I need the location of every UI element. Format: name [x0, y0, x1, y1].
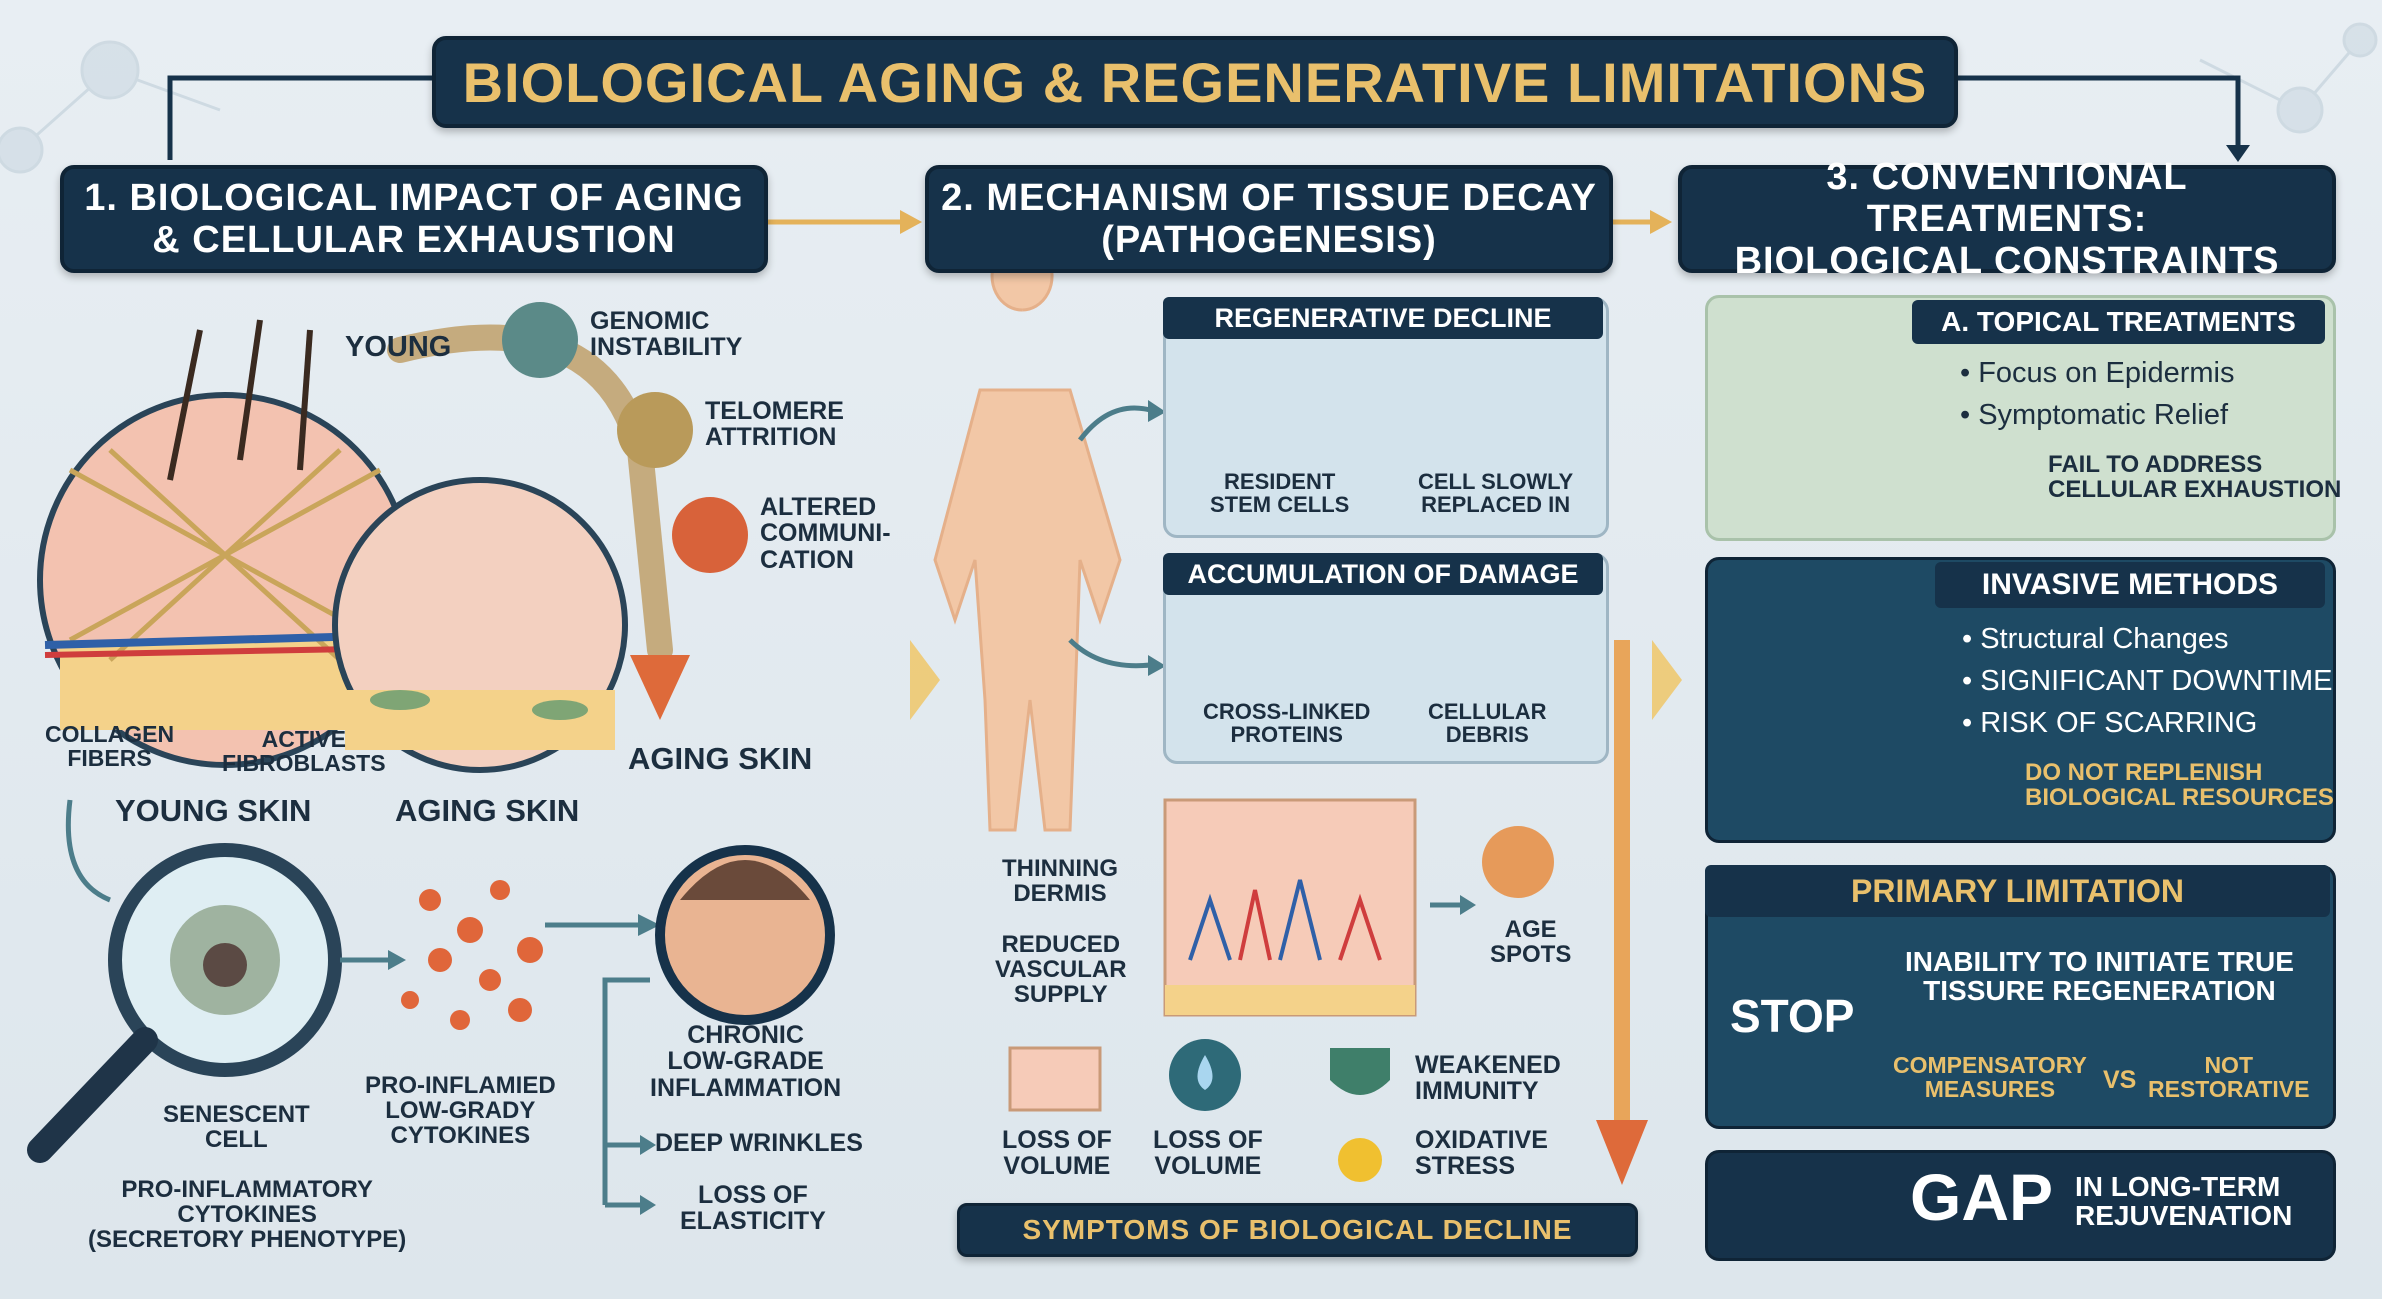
deep-wrinkles-label: DEEP WRINKLES: [655, 1129, 863, 1157]
aging-skin-label: AGING SKIN: [395, 793, 580, 828]
section-2-line2: (PATHOGENESIS): [1101, 219, 1437, 261]
accumulation-damage-title: ACCUMULATION OF DAMAGE: [1163, 553, 1603, 595]
section-2-header: 2. MECHANISM OF TISSUE DECAY (PATHOGENES…: [925, 165, 1613, 273]
regenerative-decline-title: REGENERATIVE DECLINE: [1163, 297, 1603, 339]
young-label: YOUNG: [345, 331, 452, 363]
gap-panel: [1705, 1150, 2336, 1261]
section-3-line2: BIOLOGICAL CONSTRAINTS: [1734, 240, 2280, 282]
topical-list: • Focus on Epidermis• Symptomatic Relief: [1960, 357, 2235, 431]
symptoms-text: SYMPTOMS OF BIOLOGICAL DECLINE: [1022, 1214, 1573, 1245]
section-2-line1: 2. MECHANISM OF TISSUE DECAY: [941, 177, 1597, 219]
aging-skin-arrow-label: AGING SKIN: [628, 741, 813, 776]
page-title-text: BIOLOGICAL AGING & REGENERATIVE LIMITATI…: [462, 50, 1928, 114]
section-1-line1: 1. BIOLOGICAL IMPACT OF AGING: [84, 177, 744, 219]
section-1-line2: & CELLULAR EXHAUSTION: [152, 219, 676, 261]
invasive-title: INVASIVE METHODS: [1935, 562, 2325, 608]
topical-title: A. TOPICAL TREATMENTS: [1912, 300, 2325, 344]
page-title: BIOLOGICAL AGING & REGENERATIVE LIMITATI…: [432, 36, 1958, 128]
stop-sign-icon: STOP: [1730, 990, 1855, 1042]
section-3-line1: 3. CONVENTIONAL TREATMENTS:: [1826, 156, 2188, 240]
gap-label: GAP: [1910, 1160, 2054, 1234]
symptoms-banner: SYMPTOMS OF BIOLOGICAL DECLINE: [957, 1203, 1638, 1257]
young-skin-label: YOUNG SKIN: [115, 793, 312, 828]
primary-limitation-title: PRIMARY LIMITATION: [1705, 865, 2330, 917]
section-1-header: 1. BIOLOGICAL IMPACT OF AGING & CELLULAR…: [60, 165, 768, 273]
invasive-list: • Structural Changes• SIGNIFICANT DOWNTI…: [1962, 623, 2333, 739]
section-3-header: 3. CONVENTIONAL TREATMENTS: BIOLOGICAL C…: [1678, 156, 2336, 282]
vs-label: VS: [2103, 1066, 2137, 1094]
